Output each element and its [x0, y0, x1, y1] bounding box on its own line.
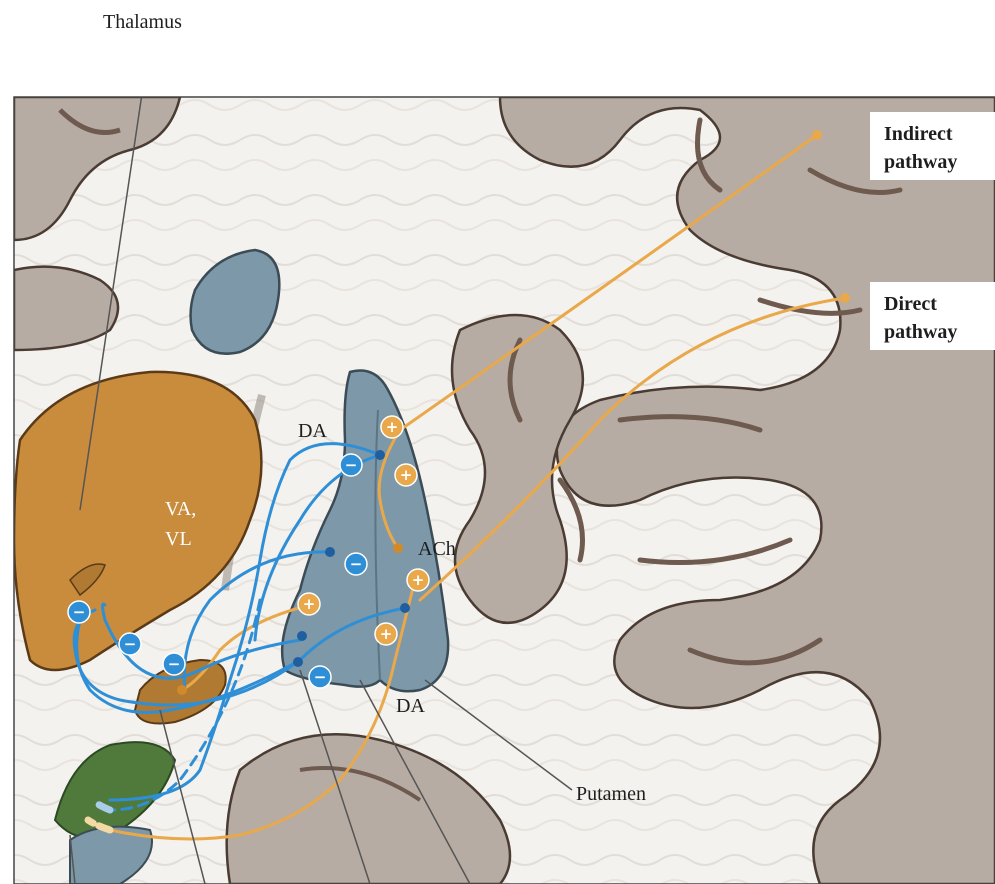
plus-icon: + [395, 464, 417, 486]
minus-icon: − [68, 601, 90, 623]
plus-sign: + [380, 625, 393, 643]
plus-sign: + [386, 418, 399, 436]
indirect-pathway-label-line1: Indirect [884, 123, 953, 145]
direct-pathway-label-line1: Direct [884, 293, 937, 315]
minus-icon: − [163, 653, 185, 675]
direct-pathway-origin [840, 293, 850, 303]
vl-label: VL [165, 528, 192, 550]
minus-icon: − [119, 633, 141, 655]
brain-section: + + + + + − − − − − − VA, VL DA ACh DA [14, 40, 995, 884]
minus-icon: − [340, 454, 362, 476]
indirect-pathway-label-line2: pathway [884, 151, 957, 173]
plus-sign: + [400, 466, 413, 484]
plus-icon: + [298, 593, 320, 615]
plus-sign: + [412, 571, 425, 589]
plus-sign: + [303, 595, 316, 613]
minus-sign: − [345, 456, 358, 474]
plus-icon: + [381, 416, 403, 438]
minus-sign: − [350, 555, 363, 573]
minus-sign: − [73, 603, 86, 621]
indirect-pathway-origin [812, 130, 822, 140]
da-label-bottom: DA [396, 695, 425, 717]
minus-sign: − [168, 655, 181, 673]
minus-sign: − [314, 668, 327, 686]
minus-sign: − [124, 635, 137, 653]
ach-label: ACh [418, 538, 456, 560]
da-label-top: DA [298, 420, 327, 442]
minus-icon: − [345, 553, 367, 575]
va-label: VA, [165, 498, 196, 520]
minus-icon: − [309, 666, 331, 688]
plus-icon: + [407, 569, 429, 591]
direct-pathway-label-line2: pathway [884, 321, 957, 343]
thalamus-label: Thalamus [103, 11, 182, 33]
plus-icon: + [375, 623, 397, 645]
putamen-label: Putamen [576, 783, 646, 805]
